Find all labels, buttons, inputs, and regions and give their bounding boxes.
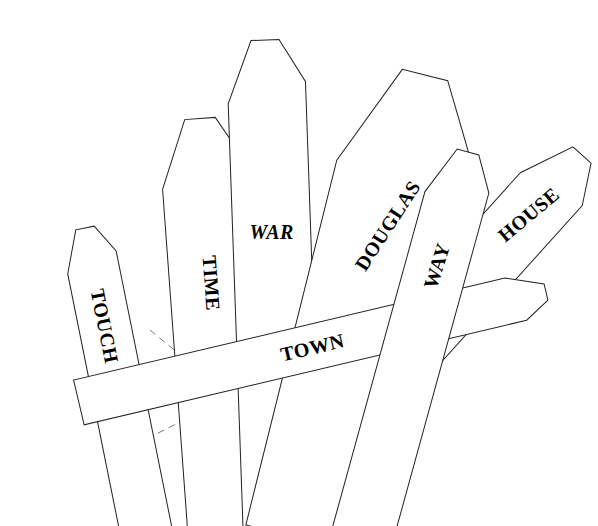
finger-outline-path [74,270,552,425]
finger-outline-path [383,132,598,371]
finger-word: WAR [249,222,293,242]
finger-word: TIME [200,254,224,311]
